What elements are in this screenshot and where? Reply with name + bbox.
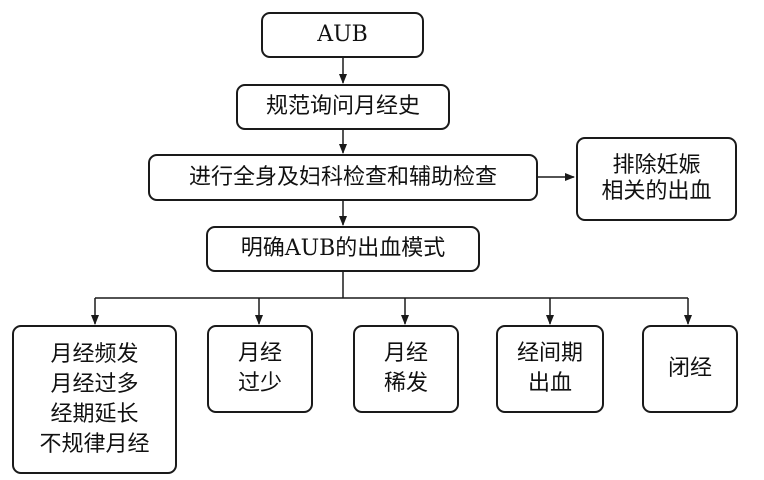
history-label: 规范询问月经史 <box>265 94 420 119</box>
outcome-3-line-1: 月经 <box>383 341 428 366</box>
pattern-label: 明确AUB的出血模式 <box>240 236 446 261</box>
outcome-amenorrhea: 闭经 <box>642 325 738 413</box>
outcome-1-line-4: 不规律月经 <box>39 431 150 457</box>
outcome-3-line-2: 稀发 <box>383 371 428 396</box>
start-label: AUB <box>317 22 368 47</box>
outcome-1-line-2: 月经过多 <box>50 371 139 397</box>
pattern-node: 明确AUB的出血模式 <box>206 226 480 272</box>
outcome-2-line-2: 过少 <box>237 371 282 396</box>
outcome-4-line-2: 出血 <box>527 371 572 396</box>
outcome-5-line-1: 闭经 <box>667 356 712 381</box>
outcome-frequent-heavy-irregular: 月经频发 月经过多 经期延长 不规律月经 <box>12 325 177 474</box>
exam-label: 进行全身及妇科检查和辅助检查 <box>188 164 497 190</box>
start-node: AUB <box>261 12 424 58</box>
outcome-infrequent: 月经 稀发 <box>353 325 459 413</box>
outcome-4-line-1: 经间期 <box>516 341 583 366</box>
outcome-intermenstrual: 经间期 出血 <box>496 325 604 413</box>
outcome-1-line-3: 经期延长 <box>50 401 139 427</box>
exclusion-line-1: 排除妊娠 <box>612 153 701 178</box>
exclusion-node: 排除妊娠 相关的出血 <box>576 137 737 221</box>
exclusion-line-2: 相关的出血 <box>601 179 712 204</box>
outcome-1-line-1: 月经频发 <box>50 341 139 367</box>
history-node: 规范询问月经史 <box>236 84 450 130</box>
outcome-2-line-1: 月经 <box>237 341 282 366</box>
exam-node: 进行全身及妇科检查和辅助检查 <box>148 154 538 201</box>
outcome-scanty: 月经 过少 <box>207 325 313 413</box>
